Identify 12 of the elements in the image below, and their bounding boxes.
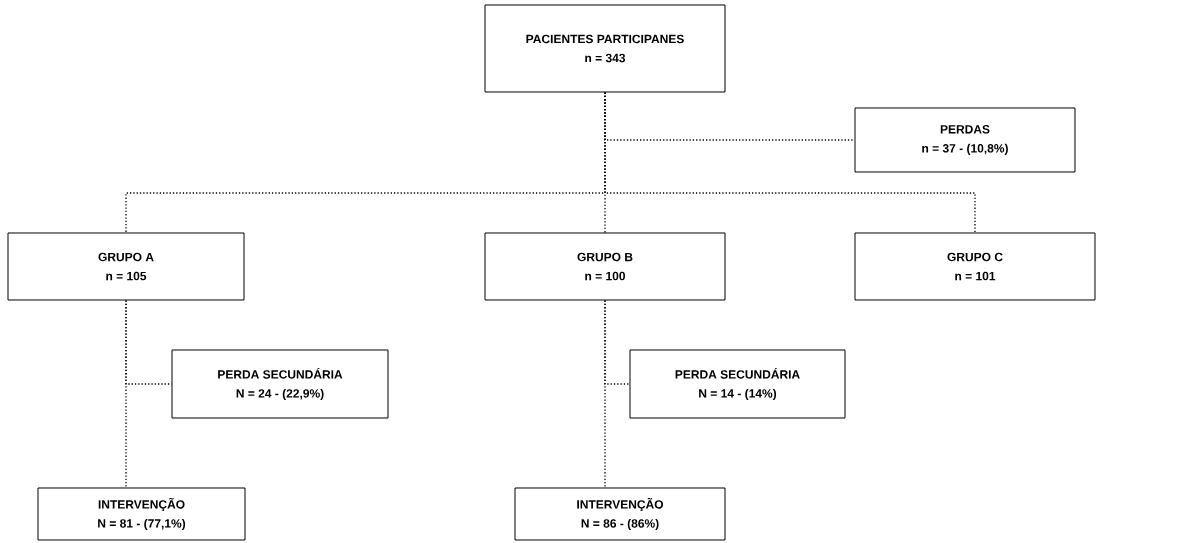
box: PACIENTES PARTICIPANES n = 343 [484, 4, 726, 93]
box: PERDA SECUNDÁRIA N = 14 - (14%) [629, 349, 846, 419]
box: INTERVENÇÃO N = 86 - (86%) [514, 487, 726, 541]
box: PERDAS n = 37 - (10,8%) [854, 107, 1076, 173]
box: GRUPO A n = 105 [7, 232, 245, 301]
connector-line [604, 299, 606, 489]
connector-line [125, 299, 127, 489]
box: GRUPO C n = 101 [854, 232, 1096, 301]
box: PERDA SECUNDÁRIA N = 24 - (22,9%) [171, 349, 389, 419]
connector-line [604, 91, 976, 234]
box: GRUPO B n = 100 [484, 232, 726, 301]
box: INTERVENÇÃO N = 81 - (77,1%) [37, 487, 246, 541]
